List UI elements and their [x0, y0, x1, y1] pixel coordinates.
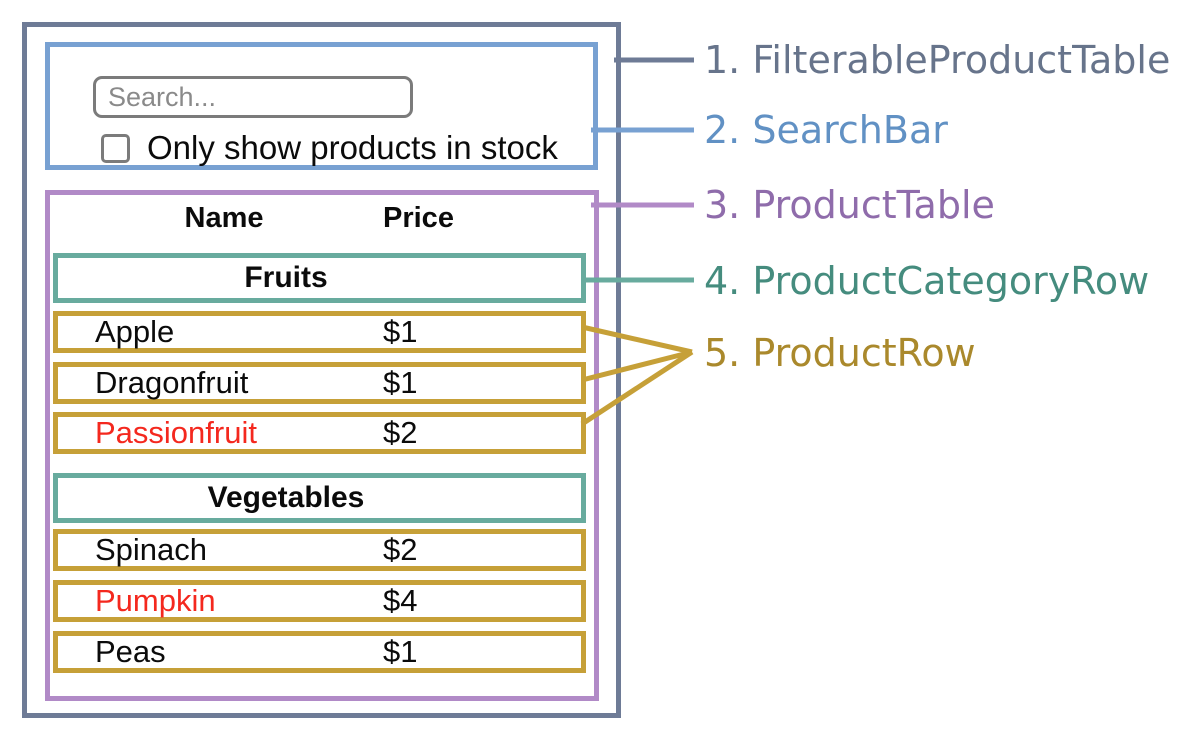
- product-price: $1: [383, 634, 418, 669]
- product-price: $4: [383, 583, 418, 618]
- product-name: Apple: [95, 314, 175, 349]
- category-row-fruits: Fruits: [53, 253, 586, 303]
- product-row-pumpkin: Pumpkin $4: [53, 580, 586, 622]
- search-bar-box: Only show products in stock: [45, 42, 598, 170]
- product-name: Peas: [95, 634, 166, 669]
- product-row-passionfruit: Passionfruit $2: [53, 412, 586, 454]
- product-name: Passionfruit: [95, 415, 257, 450]
- category-label: Vegetables: [207, 481, 365, 514]
- column-header-price: Price: [383, 202, 454, 234]
- product-price: $1: [383, 314, 418, 349]
- stock-filter-row: Only show products in stock: [101, 129, 558, 166]
- product-price: $2: [383, 532, 418, 567]
- product-row-spinach: Spinach $2: [53, 529, 586, 571]
- product-row-apple: Apple $1: [53, 311, 586, 353]
- product-price: $2: [383, 415, 418, 450]
- product-name: Spinach: [95, 532, 208, 567]
- legend-search-bar: 2. SearchBar: [704, 108, 948, 152]
- legend-product-table: 3. ProductTable: [704, 183, 995, 227]
- product-row-peas: Peas $1: [53, 631, 586, 673]
- legend-filterable-product-table: 1. FilterableProductTable: [704, 38, 1171, 82]
- category-label: Fruits: [244, 261, 328, 294]
- product-name: Dragonfruit: [95, 365, 249, 400]
- product-row-dragonfruit: Dragonfruit $1: [53, 362, 586, 404]
- column-header-name: Name: [184, 202, 264, 234]
- legend-product-row: 5. ProductRow: [704, 331, 976, 375]
- category-row-vegetables: Vegetables: [53, 473, 586, 523]
- search-input[interactable]: [93, 76, 413, 118]
- legend-product-category-row: 4. ProductCategoryRow: [704, 259, 1150, 303]
- product-price: $1: [383, 365, 418, 400]
- product-name: Pumpkin: [95, 583, 216, 618]
- in-stock-checkbox[interactable]: [101, 133, 130, 163]
- in-stock-checkbox-label: Only show products in stock: [147, 129, 558, 166]
